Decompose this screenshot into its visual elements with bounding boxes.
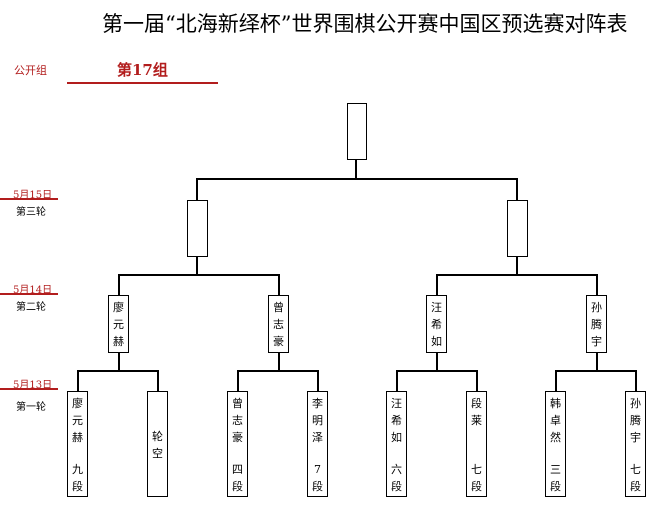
player-name-char: 曾 — [232, 397, 243, 410]
player-name-char: 孙 — [630, 397, 641, 410]
player-name-char: 空 — [152, 447, 163, 460]
round1-underline — [0, 388, 58, 390]
player-name-char: 豪 — [232, 431, 243, 444]
player-rank-char: 六 — [391, 463, 402, 476]
player-rank-char: 段 — [72, 480, 83, 493]
player-name-char: 如 — [391, 431, 402, 444]
round3-label: 第三轮 — [16, 207, 46, 218]
player-name: 孙腾宇 — [626, 395, 645, 446]
player-name-char: 汪 — [391, 397, 402, 410]
player-rank-char: 段 — [471, 480, 482, 493]
round1-label: 第一轮 — [16, 402, 46, 413]
semifinal-box-left — [187, 200, 208, 257]
round1-player-box: 廖元赫九段 — [67, 391, 88, 497]
player-name-char: 元 — [72, 414, 83, 427]
round2-player-box: 曾志豪 — [268, 295, 289, 353]
round2-label: 第二轮 — [16, 302, 46, 313]
player-rank-char: 段 — [232, 480, 243, 493]
player-rank-char: 九 — [72, 463, 83, 476]
player-rank: 七段 — [626, 461, 645, 495]
player-name: 廖元赫 — [109, 299, 128, 350]
player-name: 孙腾宇 — [587, 299, 606, 350]
player-rank-char: 段 — [550, 480, 561, 493]
player-name-char: 韩 — [550, 397, 561, 410]
group-underline — [67, 82, 218, 84]
player-name-char: 元 — [113, 318, 124, 331]
player-rank-char: 段 — [391, 480, 402, 493]
player-name-char: 曾 — [273, 301, 284, 314]
player-name-char: 明 — [312, 414, 323, 427]
player-name-char: 段 — [471, 397, 482, 410]
player-name-char: 志 — [273, 318, 284, 331]
player-name-char: 孙 — [591, 301, 602, 314]
player-name: 段莱 — [467, 395, 486, 429]
player-name-char: 泽 — [312, 431, 323, 444]
round1-player-box: 轮空 — [147, 391, 168, 497]
player-name: 汪希如 — [387, 395, 406, 446]
player-rank: 七段 — [467, 461, 486, 495]
semifinal-box-right — [507, 200, 528, 257]
player-name-char: 莱 — [471, 414, 482, 427]
round1-player-box: 段莱七段 — [466, 391, 487, 497]
round3-underline — [0, 198, 58, 200]
player-name-char: 腾 — [630, 414, 641, 427]
player-name: 曾志豪 — [269, 299, 288, 350]
group-name: 第17组 — [117, 61, 168, 79]
player-rank-char: 段 — [312, 480, 323, 493]
player-rank: 九段 — [68, 461, 87, 495]
player-name-char: 志 — [232, 414, 243, 427]
player-name-char: 轮 — [152, 430, 163, 443]
player-name-char: 赫 — [113, 335, 124, 348]
player-name: 韩卓然 — [546, 395, 565, 446]
player-name-char: 希 — [431, 318, 442, 331]
player-name-char: 如 — [431, 335, 442, 348]
player-name-char: 汪 — [431, 301, 442, 314]
player-rank-char: 三 — [550, 463, 561, 476]
player-rank-char: 段 — [630, 480, 641, 493]
group-label: 公开组 — [14, 64, 47, 77]
player-name-char: 希 — [391, 414, 402, 427]
player-name-char: 腾 — [591, 318, 602, 331]
player-name-char: 李 — [312, 397, 323, 410]
round2-underline — [0, 293, 58, 295]
round1-date: 5月13日 — [13, 380, 53, 391]
round2-player-box: 汪希如 — [426, 295, 447, 353]
player-rank: 六段 — [387, 461, 406, 495]
player-name: 轮空 — [148, 428, 167, 462]
player-name: 汪希如 — [427, 299, 446, 350]
player-name-char: 豪 — [273, 335, 284, 348]
player-rank-char: 四 — [232, 463, 243, 476]
player-name: 曾志豪 — [228, 395, 247, 446]
round1-player-box: 韩卓然三段 — [545, 391, 566, 497]
round2-player-box: 孙腾宇 — [586, 295, 607, 353]
round1-player-box: 孙腾宇七段 — [625, 391, 646, 497]
round2-player-box: 廖元赫 — [108, 295, 129, 353]
round1-player-box: 曾志豪四段 — [227, 391, 248, 497]
player-name-char: 宇 — [591, 335, 602, 348]
player-name-char: 赫 — [72, 431, 83, 444]
player-name-char: 宇 — [630, 431, 641, 444]
player-name-char: 廖 — [72, 397, 83, 410]
player-rank: 四段 — [228, 461, 247, 495]
player-name-char: 卓 — [550, 414, 561, 427]
player-rank-char: 七 — [630, 463, 641, 476]
player-name-char: 然 — [550, 431, 561, 444]
round2-date: 5月14日 — [13, 285, 53, 296]
page-title: 第一届“北海新绎杯”世界围棋公开赛中国区预选赛对阵表 — [102, 12, 628, 36]
round1-player-box: 汪希如六段 — [386, 391, 407, 497]
player-rank: 三段 — [546, 461, 565, 495]
player-name: 李明泽 — [308, 395, 327, 446]
player-rank-char: 7 — [314, 463, 321, 476]
player-name: 廖元赫 — [68, 395, 87, 446]
final-box — [347, 103, 367, 160]
player-name-char: 廖 — [113, 301, 124, 314]
round3-date: 5月15日 — [13, 190, 53, 201]
player-rank-char: 七 — [471, 463, 482, 476]
